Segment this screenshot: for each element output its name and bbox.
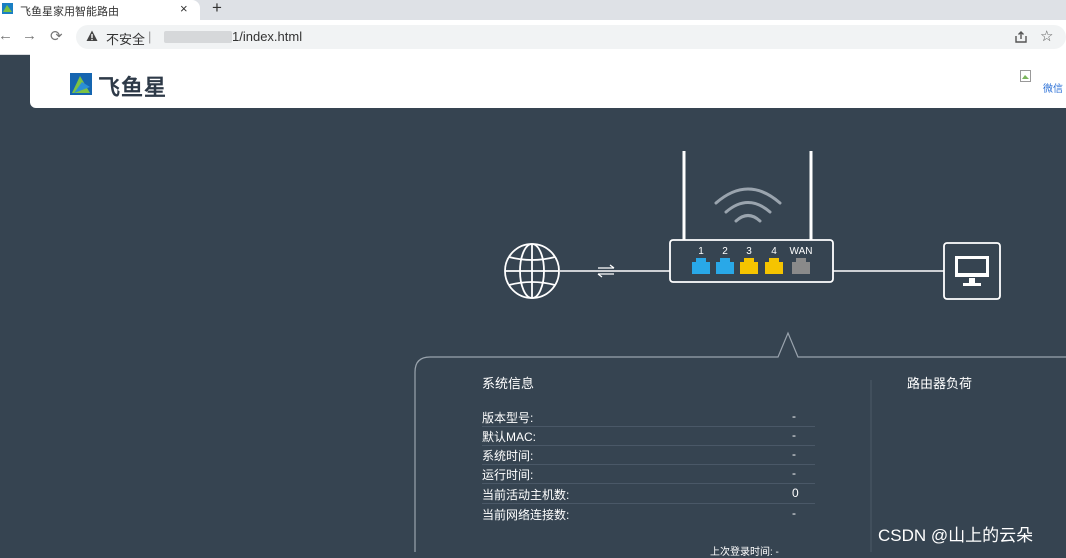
back-icon[interactable]: ← bbox=[0, 27, 13, 44]
info-label-mac: 默认MAC: bbox=[482, 430, 537, 444]
internet-globe-icon bbox=[504, 243, 560, 299]
row-divider bbox=[482, 464, 815, 465]
port-body bbox=[692, 262, 710, 274]
info-value-system-time: - bbox=[792, 447, 796, 461]
port-tab bbox=[744, 258, 754, 263]
browser-tab[interactable]: 飞鱼星家用智能路由 × bbox=[0, 0, 200, 20]
last-login-time: 上次登录时间: - bbox=[710, 547, 779, 558]
info-label-uptime: 运行时间: bbox=[482, 468, 534, 482]
router-port-4: 4 bbox=[765, 246, 783, 274]
port-body bbox=[740, 262, 758, 274]
new-tab-icon[interactable]: + bbox=[212, 0, 222, 17]
browser-toolbar: ← → ⟳ 不安全 | 1/index.html ☆ bbox=[0, 20, 1066, 55]
warning-icon bbox=[86, 30, 98, 41]
router-port-wan: WAN bbox=[790, 246, 813, 274]
tab-close-icon[interactable]: × bbox=[180, 1, 188, 16]
router-load-title: 路由器负荷 bbox=[907, 376, 973, 391]
router-ports: 1 2 3 4 WAN bbox=[692, 246, 812, 274]
transfer-arrows-icon bbox=[597, 264, 615, 278]
share-icon[interactable] bbox=[1014, 30, 1028, 44]
row-divider bbox=[482, 483, 815, 484]
forward-icon[interactable]: → bbox=[22, 27, 37, 44]
broken-image-icon bbox=[1020, 70, 1031, 82]
port-label: 2 bbox=[722, 246, 728, 257]
port-tab bbox=[769, 258, 779, 263]
row-divider bbox=[482, 426, 815, 427]
logo-icon bbox=[70, 73, 92, 95]
router-port-1: 1 bbox=[692, 246, 710, 274]
logo-text: 飞鱼星 bbox=[98, 75, 168, 100]
row-divider bbox=[482, 503, 815, 504]
browser-tab-bar: 飞鱼星家用智能路由 × + bbox=[0, 0, 1066, 20]
router-box bbox=[669, 239, 834, 283]
wechat-link[interactable]: 微信 bbox=[1043, 84, 1063, 95]
security-label[interactable]: 不安全 bbox=[106, 32, 146, 47]
address-bar[interactable]: 不安全 | 1/index.html ☆ bbox=[76, 25, 1066, 49]
port-label: 1 bbox=[698, 246, 704, 257]
info-label-connections: 当前网络连接数: bbox=[482, 508, 570, 522]
port-tab bbox=[720, 258, 730, 263]
info-value-mac: - bbox=[792, 428, 796, 442]
wifi-icon bbox=[714, 187, 782, 223]
tab-title: 飞鱼星家用智能路由 bbox=[20, 6, 119, 18]
app-header: 飞鱼星 微信 bbox=[30, 54, 1066, 108]
favicon-icon bbox=[2, 3, 13, 14]
port-tab bbox=[696, 258, 706, 263]
client-monitor-icon bbox=[943, 242, 1001, 300]
url-separator: | bbox=[148, 29, 152, 44]
info-value-uptime: - bbox=[792, 466, 796, 480]
info-value-version: - bbox=[792, 409, 796, 423]
row-divider bbox=[482, 445, 815, 446]
url-text[interactable]: 1/index.html bbox=[232, 29, 303, 44]
router-port-3: 3 bbox=[740, 246, 758, 274]
info-panel-outline bbox=[414, 331, 1066, 552]
reload-icon[interactable]: ⟳ bbox=[50, 28, 63, 45]
port-label: 4 bbox=[771, 246, 777, 257]
info-label-system-time: 系统时间: bbox=[482, 449, 534, 463]
bookmark-star-icon[interactable]: ☆ bbox=[1040, 28, 1054, 45]
network-diagram: 1 2 3 4 WAN bbox=[414, 151, 1066, 552]
port-body bbox=[792, 262, 810, 274]
router-port-2: 2 bbox=[716, 246, 734, 274]
info-label-version: 版本型号: bbox=[482, 411, 534, 425]
port-body bbox=[716, 262, 734, 274]
watermark: CSDN @山上的云朵 bbox=[878, 526, 1034, 545]
port-label: 3 bbox=[746, 246, 752, 257]
redacted-host bbox=[164, 31, 232, 43]
port-label: WAN bbox=[790, 246, 813, 257]
port-body bbox=[765, 262, 783, 274]
info-value-connections: - bbox=[792, 506, 796, 520]
port-tab bbox=[796, 258, 806, 263]
info-value-active-hosts: 0 bbox=[792, 486, 799, 500]
system-info-title: 系统信息 bbox=[482, 376, 535, 391]
info-label-active-hosts: 当前活动主机数: bbox=[482, 488, 570, 502]
